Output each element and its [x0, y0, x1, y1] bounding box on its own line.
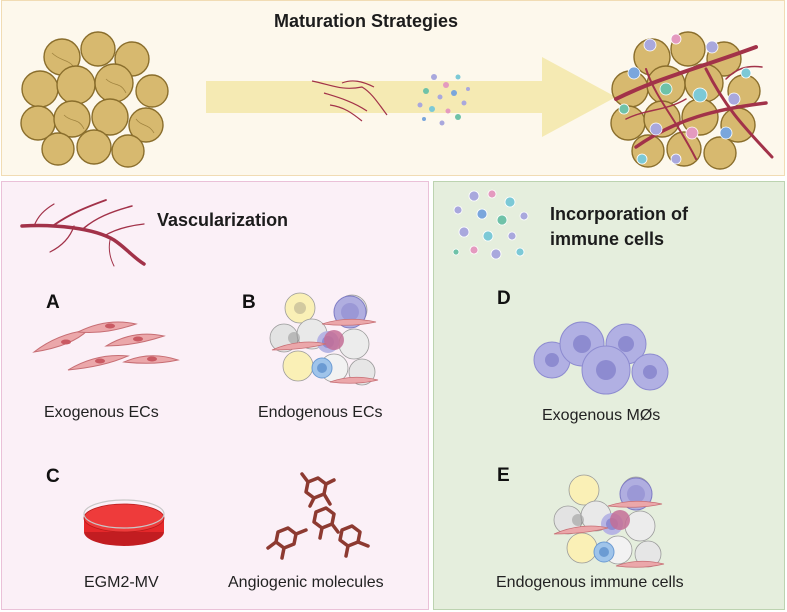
- panel-d-letter: D: [497, 288, 511, 309]
- maturation-title: Maturation Strategies: [274, 11, 459, 31]
- tissue-cells-icon: [269, 292, 379, 386]
- panel-c-caption: EGM2-MV: [84, 574, 159, 591]
- maturation-arrow: [206, 57, 616, 137]
- molecules-icon: [266, 472, 370, 560]
- vascularization-title: Vascularization: [157, 210, 289, 230]
- panel-d-caption: Exogenous MØs: [542, 407, 661, 424]
- immune-cells-panel: Incorporation of immune cells D Exogenou…: [433, 181, 785, 610]
- maturation-strategies-panel: Maturation Strategies: [1, 0, 785, 176]
- panel-b-letter: B: [242, 292, 256, 313]
- spheroid-after-icon: [610, 31, 774, 170]
- panel-c-letter: C: [46, 466, 60, 487]
- vascularization-panel: Vascularization A Exogenous ECs B: [1, 181, 429, 610]
- panel-a-letter: A: [46, 292, 60, 313]
- spheroid-before-icon: [20, 31, 169, 168]
- panel-a-caption: Exogenous ECs: [44, 404, 159, 421]
- immune-cells-icon: [452, 189, 529, 260]
- macrophages-icon: [533, 321, 669, 395]
- panel-e-caption: Endogenous immune cells: [496, 574, 684, 591]
- immune-tissue-cells-icon: [553, 474, 665, 568]
- molecules-caption: Angiogenic molecules: [228, 574, 384, 591]
- blood-vessel-icon: [20, 199, 146, 267]
- petri-dish-icon: [83, 499, 165, 546]
- panel-e-letter: E: [497, 465, 510, 486]
- panel-b-caption: Endogenous ECs: [258, 404, 383, 421]
- immune-title-line2: immune cells: [550, 229, 665, 249]
- endothelial-cells-icon: [32, 321, 180, 371]
- immune-title-line1: Incorporation of: [550, 204, 688, 224]
- immune-cell-dots: [417, 74, 470, 126]
